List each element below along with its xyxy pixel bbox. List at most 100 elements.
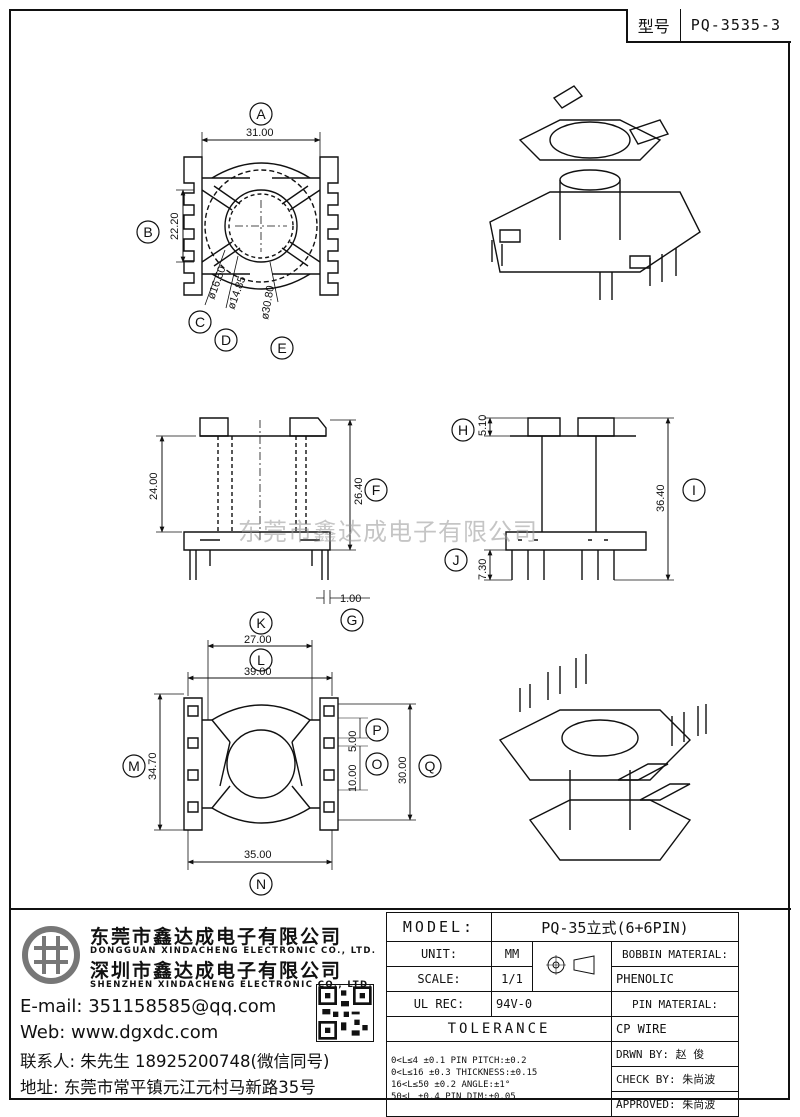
svg-text:O: O — [372, 756, 383, 772]
spec-unit-label: UNIT: — [386, 941, 492, 967]
spec-ulrec-value: 94V-0 — [491, 991, 612, 1017]
spec-pin-label: PIN MATERIAL: — [611, 991, 739, 1017]
svg-text:J: J — [453, 552, 460, 568]
company-name-cn-1: 东莞市鑫达成电子有限公司 — [90, 926, 343, 948]
callout-j: J — [444, 548, 468, 572]
dim-j-text: 7.30 — [477, 559, 489, 580]
svg-text:P: P — [372, 722, 381, 738]
tol-row-3: 16<L≤50 ±0.2 ANGLE:±1° — [391, 1080, 511, 1090]
svg-text:I: I — [692, 482, 696, 498]
isometric-view-bottom — [498, 654, 707, 861]
callout-e: E — [270, 336, 294, 360]
spec-model-label: MODEL: — [386, 912, 492, 942]
model-tag-value: PQ-3535-3 — [690, 16, 781, 34]
dim-b-text: 22.20 — [169, 212, 181, 240]
spec-bobbin-label: BOBBIN MATERIAL: — [611, 941, 739, 967]
spec-approved-label: APPROVED: — [616, 1098, 676, 1111]
callout-l: L — [249, 648, 273, 672]
dim-m-text: 34.70 — [147, 752, 159, 780]
spec-tolerance-label: TOLERANCE — [386, 1016, 612, 1042]
technical-drawing: 31.00 22.20 ø16.50 ø14.85 ø30.80 24.00 2… — [9, 85, 791, 910]
dim-c-text: ø16.50 — [206, 265, 229, 301]
callout-k: K — [249, 611, 273, 635]
callout-q: Q — [418, 754, 442, 778]
company-web[interactable]: Web: www.dgxdc.com — [20, 1022, 219, 1043]
callout-g: G — [340, 608, 364, 632]
isometric-view-top — [489, 85, 701, 300]
svg-text:N: N — [256, 876, 266, 892]
callout-c: C — [188, 310, 212, 334]
callout-p: P — [365, 718, 389, 742]
dim-k-text: 27.00 — [244, 634, 272, 646]
qr-code-icon — [316, 984, 374, 1042]
model-tag: 型号 PQ-3535-3 — [625, 9, 791, 43]
dim-i-text: 36.40 — [655, 484, 667, 512]
model-tag-label: 型号 — [628, 9, 681, 41]
front-view — [484, 417, 674, 581]
spec-bobbin-value: PHENOLIC — [611, 966, 739, 992]
svg-text:K: K — [256, 615, 266, 631]
side-view — [156, 417, 370, 604]
callout-d: D — [214, 328, 238, 352]
company-name-cn-2: 深圳市鑫达成电子有限公司 — [90, 960, 343, 982]
company-logo-icon — [22, 926, 80, 984]
spec-pin-value: CP WIRE — [611, 1016, 739, 1042]
svg-text:Q: Q — [425, 758, 436, 774]
dim-q-text: 30.00 — [397, 756, 409, 784]
callout-a: A — [249, 102, 273, 126]
tol-row-4: 50≤L ±0.4 PIN DIM:±0.05 — [391, 1092, 516, 1102]
callout-f: F — [364, 478, 388, 502]
callout-o: O — [365, 752, 389, 776]
dim-d-text: ø14.85 — [226, 275, 249, 311]
svg-text:M: M — [128, 758, 140, 774]
svg-text:C: C — [195, 314, 205, 330]
spec-ulrec-label: UL REC: — [386, 991, 492, 1017]
dim-o-text: 10.00 — [347, 764, 359, 792]
company-block: 东莞市鑫达成电子有限公司 DONGGUAN XINDACHENG ELECTRO… — [10, 912, 386, 1098]
spec-unit-value: MM — [491, 941, 533, 967]
svg-text:L: L — [257, 652, 265, 668]
dim-g-text: 1.00 — [340, 593, 361, 605]
dim-side-height-text: 24.00 — [148, 472, 160, 500]
bottom-view — [154, 640, 416, 870]
svg-text:H: H — [458, 422, 468, 438]
spec-scale-value: 1/1 — [491, 966, 533, 992]
dim-a-text: 31.00 — [246, 127, 274, 139]
callout-b: B — [136, 220, 160, 244]
tol-row-2: 0<L≤16 ±0.3 THICKNESS:±0.15 — [391, 1068, 538, 1078]
callout-h: H — [451, 418, 475, 442]
spec-drwn-label: DRWN BY: — [616, 1048, 669, 1061]
svg-text:A: A — [256, 106, 266, 122]
company-name-en-2: SHENZHEN XINDACHENG ELECTRONIC CO., LTD. — [90, 980, 374, 990]
svg-text:D: D — [221, 332, 231, 348]
dim-f-text: 26.40 — [353, 477, 365, 505]
spec-scale-label: SCALE: — [386, 966, 492, 992]
company-contact: 联系人: 朱先生 18925200748(微信同号) — [20, 1052, 330, 1071]
svg-text:E: E — [277, 340, 286, 356]
svg-text:G: G — [347, 612, 358, 628]
company-name-en-1: DONGGUAN XINDACHENG ELECTRONIC CO., LTD. — [90, 946, 377, 956]
dim-l-text: 39.00 — [244, 666, 272, 678]
callout-n: N — [249, 872, 273, 896]
svg-text:B: B — [143, 224, 152, 240]
top-view — [176, 132, 339, 309]
spec-table: MODEL: PQ-35立式(6+6PIN) UNIT: MM BOBBIN M… — [386, 912, 739, 1117]
spec-drwn-value: 赵 俊 — [675, 1048, 705, 1061]
dim-n-text: 35.00 — [244, 849, 272, 861]
dim-p-text: 5.00 — [347, 731, 359, 752]
spec-tolerance-rows: 0<L≤4 ±0.1 PIN PITCH:±0.2 0<L≤16 ±0.3 TH… — [386, 1041, 612, 1117]
spec-drwn-row: DRWN BY: 赵 俊 — [611, 1041, 739, 1067]
company-address: 地址: 东莞市常平镇元江元村马新路35号 — [20, 1078, 316, 1097]
spec-check-label: CHECK BY: — [616, 1073, 676, 1086]
company-email[interactable]: E-mail: 351158585@qq.com — [20, 996, 277, 1017]
spec-approved-value: 朱尚波 — [682, 1098, 716, 1111]
spec-check-value: 朱尚波 — [682, 1073, 716, 1086]
dim-e-text: ø30.80 — [259, 285, 277, 321]
spec-model-value: PQ-35立式(6+6PIN) — [491, 912, 739, 942]
callout-m: M — [122, 754, 146, 778]
tol-row-1: 0<L≤4 ±0.1 PIN PITCH:±0.2 — [391, 1056, 527, 1066]
spec-check-row: CHECK BY: 朱尚波 — [611, 1066, 739, 1092]
watermark: 东莞市鑫达成电子有限公司 — [238, 518, 538, 546]
projection-symbol-icon — [532, 941, 612, 992]
dim-h-text: 5.10 — [477, 415, 489, 436]
